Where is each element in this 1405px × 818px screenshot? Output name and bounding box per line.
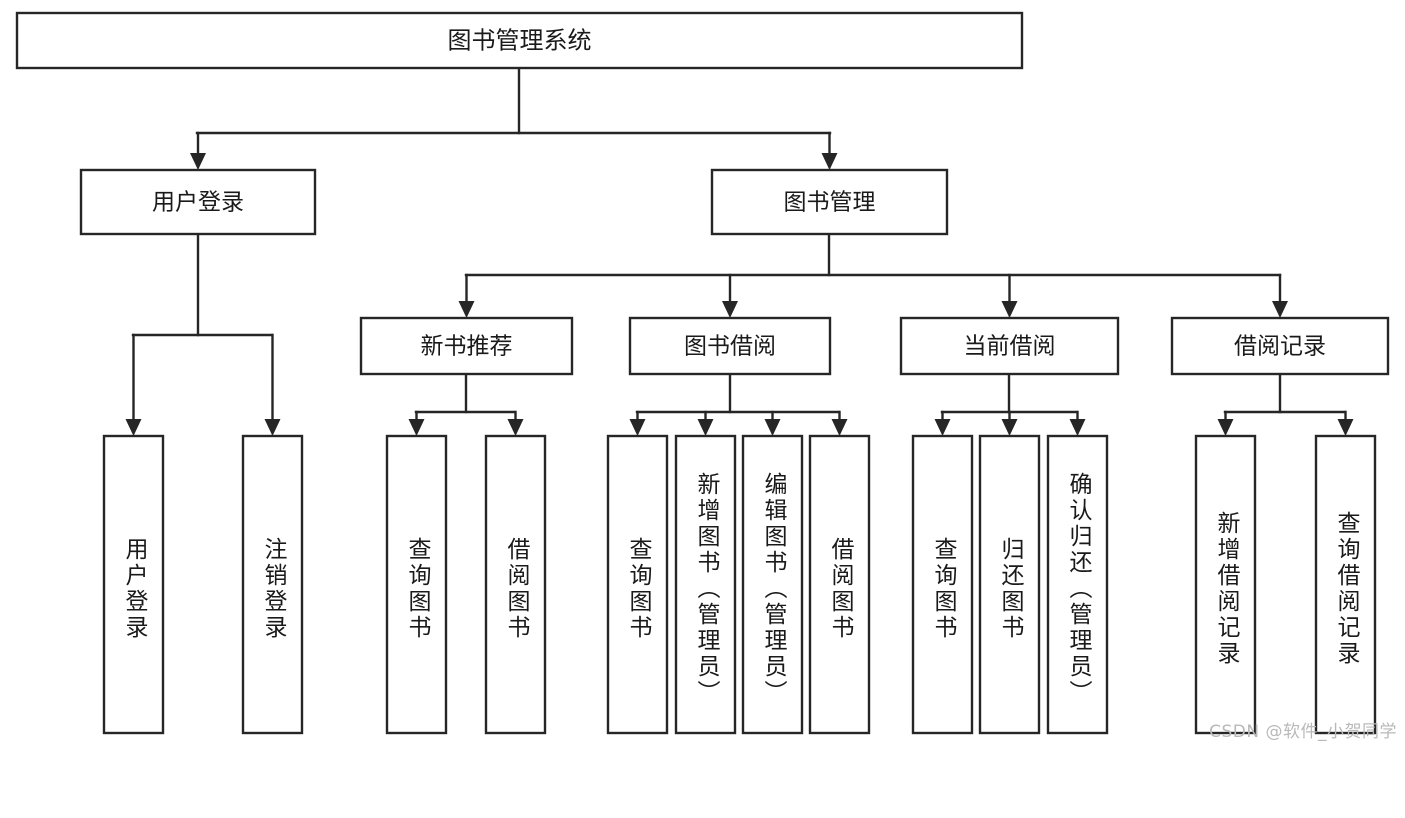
arrow-head-icon [190, 153, 206, 170]
arrow-connector [831, 410, 848, 436]
arrow-head-icon [1001, 301, 1018, 318]
arrow-connector [264, 333, 281, 436]
arrow-connector [1272, 273, 1288, 318]
node-root-system[interactable] [15, 11, 1024, 70]
arrow-head-icon [264, 419, 281, 436]
arrow-head-icon [821, 153, 838, 170]
node-level2-2-label: 图书管理 [784, 190, 876, 216]
node-leaf-6[interactable] [674, 434, 737, 735]
node-leaf-5[interactable] [606, 434, 669, 735]
arrow-connector [1001, 273, 1018, 318]
arrow-head-icon [1001, 419, 1018, 436]
node-level2-1[interactable] [79, 168, 317, 236]
watermark-text: CSDN @软件_小贺同学 [1209, 722, 1397, 742]
node-level3-4-label: 借阅记录 [1234, 334, 1326, 360]
diagram-canvas-container: 图书管理系统用户登录图书管理新书推荐图书借阅当前借阅借阅记录 用户登录注销登录查… [15, 11, 1397, 742]
node-level3-2[interactable] [628, 316, 832, 376]
arrow-connector [458, 273, 475, 318]
arrow-connector [1069, 410, 1086, 436]
node-leaf-4[interactable] [484, 434, 547, 735]
node-leaf-1[interactable] [102, 434, 165, 735]
arrow-head-icon [831, 419, 848, 436]
arrow-head-icon [629, 419, 646, 436]
node-leaf-3[interactable] [385, 434, 448, 735]
arrow-head-icon [1069, 419, 1086, 436]
node-level3-3-label: 当前借阅 [964, 334, 1056, 360]
arrow-head-icon [1272, 301, 1288, 318]
node-level3-1[interactable] [359, 316, 574, 376]
arrow-head-icon [408, 419, 425, 436]
node-leaf-10[interactable] [978, 434, 1041, 735]
arrow-connector [507, 410, 524, 436]
node-leaf-8[interactable] [808, 434, 871, 735]
node-leaf-11[interactable] [1046, 434, 1109, 735]
arrow-connector [408, 410, 425, 436]
node-level3-1-label: 新书推荐 [421, 334, 513, 360]
arrow-connector [190, 131, 206, 170]
boxes-layer [15, 11, 1390, 735]
node-level2-2[interactable] [710, 168, 949, 236]
arrow-head-icon [458, 301, 475, 318]
arrow-connector [934, 410, 951, 436]
arrow-connector [764, 410, 781, 436]
arrow-connector [125, 333, 142, 436]
node-leaf-12[interactable] [1194, 434, 1257, 735]
node-level2-1-label: 用户登录 [152, 190, 244, 216]
arrow-head-icon [722, 301, 738, 318]
arrow-connector [1337, 410, 1354, 436]
arrow-connector [1001, 410, 1018, 436]
connectors-layer [125, 66, 1354, 436]
arrow-connector [629, 410, 646, 436]
arrow-head-icon [1217, 419, 1234, 436]
arrow-connector [1217, 410, 1234, 436]
arrow-head-icon [764, 419, 781, 436]
arrow-connector [821, 131, 838, 170]
node-leaf-2[interactable] [241, 434, 304, 735]
arrow-head-icon [697, 419, 714, 436]
arrow-connector [697, 410, 714, 436]
arrow-head-icon [1337, 419, 1354, 436]
node-leaf-9[interactable] [911, 434, 974, 735]
node-level3-4[interactable] [1170, 316, 1390, 376]
node-level3-2-label: 图书借阅 [684, 334, 776, 360]
arrow-head-icon [934, 419, 951, 436]
node-leaf-13[interactable] [1314, 434, 1377, 735]
arrow-head-icon [507, 419, 524, 436]
arrow-head-icon [125, 419, 142, 436]
node-leaf-7[interactable] [741, 434, 804, 735]
arrow-connector [722, 273, 738, 318]
node-root-system-label: 图书管理系统 [448, 27, 592, 55]
node-level3-3[interactable] [899, 316, 1120, 376]
